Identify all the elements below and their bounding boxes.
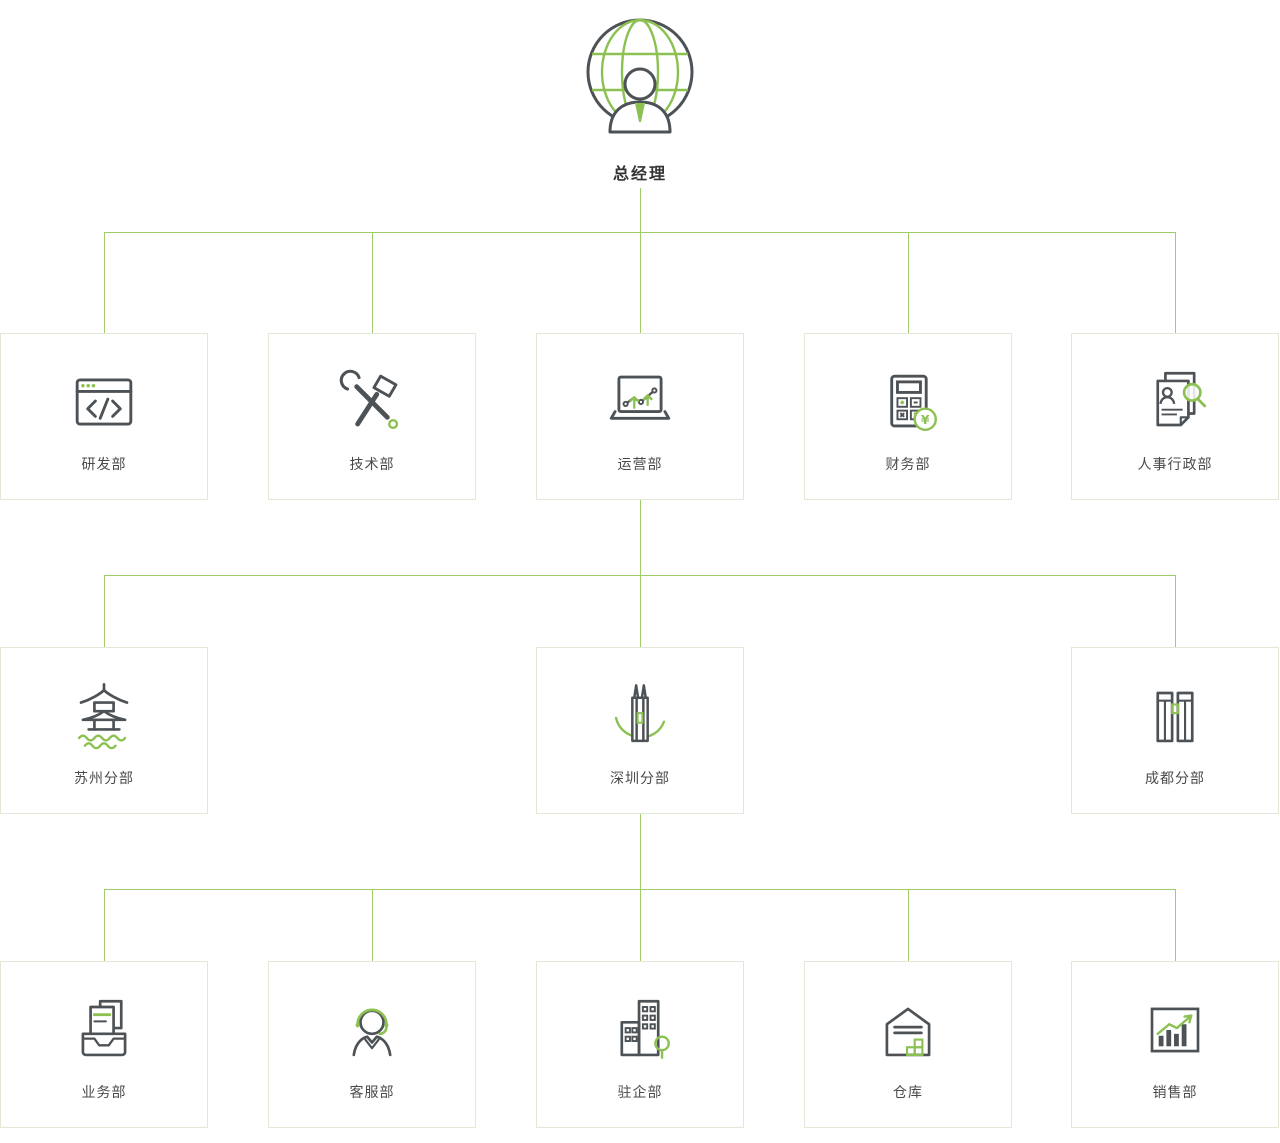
node-label: 客服部 xyxy=(349,1084,395,1100)
node-finance-dept[interactable]: ¥ 财务部 xyxy=(804,333,1012,500)
node-label: 财务部 xyxy=(885,456,931,472)
connector-line xyxy=(372,232,373,333)
node-label: 销售部 xyxy=(1152,1084,1198,1100)
warehouse-icon xyxy=(862,982,954,1078)
node-hr-admin-dept[interactable]: 人事行政部 xyxy=(1071,333,1279,500)
connector-line xyxy=(908,232,909,333)
customer-service-icon xyxy=(326,982,418,1078)
code-window-icon xyxy=(58,354,150,450)
connector-line xyxy=(908,889,909,961)
twin-towers-icon xyxy=(1129,668,1221,764)
node-label: 技术部 xyxy=(349,456,395,472)
node-rd-dept[interactable]: 研发部 xyxy=(0,333,208,500)
node-resident-enterprise-dept[interactable]: 驻企部 xyxy=(536,961,744,1128)
node-label: 仓库 xyxy=(893,1084,923,1100)
resume-search-icon xyxy=(1129,354,1221,450)
connector-line xyxy=(104,232,105,333)
globe-manager-icon xyxy=(574,8,706,144)
node-customer-service-dept[interactable]: 客服部 xyxy=(268,961,476,1128)
connector-line xyxy=(372,889,373,961)
office-tree-icon xyxy=(594,982,686,1078)
connector-line xyxy=(104,889,105,961)
node-operations-dept[interactable]: 运营部 xyxy=(536,333,744,500)
connector-line xyxy=(104,232,1175,233)
connector-line xyxy=(104,575,105,647)
node-general-manager[interactable]: 总经理 xyxy=(0,8,1280,184)
node-suzhou-branch[interactable]: 苏州分部 xyxy=(0,647,208,814)
laptop-chart-icon xyxy=(594,354,686,450)
pagoda-water-icon xyxy=(58,668,150,764)
connector-line xyxy=(1175,575,1176,647)
node-chengdu-branch[interactable]: 成都分部 xyxy=(1071,647,1279,814)
calculator-yuan-icon: ¥ xyxy=(862,354,954,450)
node-sales-dept[interactable]: 销售部 xyxy=(1071,961,1279,1128)
node-label: 总经理 xyxy=(612,166,667,183)
connector-line xyxy=(104,889,1175,890)
node-label: 研发部 xyxy=(81,456,127,472)
connector-line xyxy=(640,188,641,232)
node-label: 深圳分部 xyxy=(610,770,670,786)
connector-line xyxy=(640,500,641,575)
documents-tray-icon xyxy=(58,982,150,1078)
node-shenzhen-branch[interactable]: 深圳分部 xyxy=(536,647,744,814)
node-label: 人事行政部 xyxy=(1137,456,1213,472)
node-tech-dept[interactable]: 技术部 xyxy=(268,333,476,500)
node-label: 运营部 xyxy=(617,456,663,472)
wrench-hammer-icon xyxy=(326,354,418,450)
connector-line xyxy=(640,889,641,961)
node-label: 成都分部 xyxy=(1145,770,1205,786)
svg-text:¥: ¥ xyxy=(921,412,930,427)
node-warehouse[interactable]: 仓库 xyxy=(804,961,1012,1128)
node-label: 驻企部 xyxy=(617,1084,663,1100)
node-business-dept[interactable]: 业务部 xyxy=(0,961,208,1128)
node-label: 业务部 xyxy=(81,1084,127,1100)
connector-line xyxy=(104,575,1175,576)
growth-chart-icon xyxy=(1129,982,1221,1078)
connector-line xyxy=(1175,889,1176,961)
node-label: 苏州分部 xyxy=(74,770,134,786)
connector-line xyxy=(640,232,641,333)
connector-line xyxy=(1175,232,1176,333)
skyscraper-icon xyxy=(594,668,686,764)
connector-line xyxy=(640,575,641,647)
connector-line xyxy=(640,814,641,889)
